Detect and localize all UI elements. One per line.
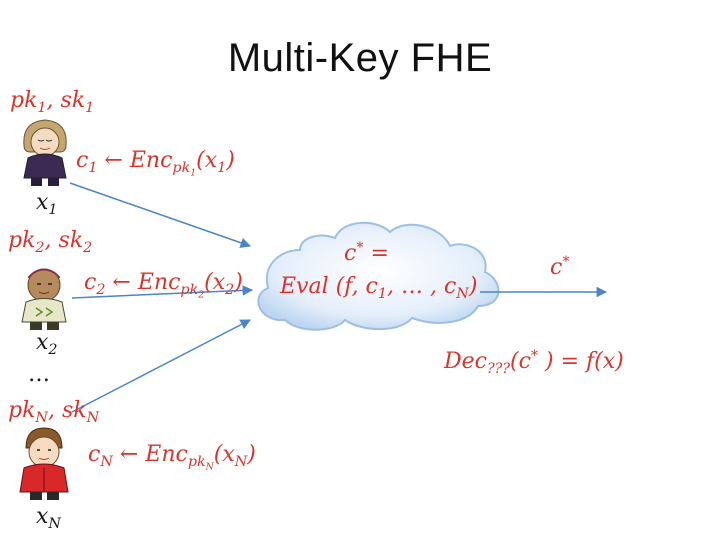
partyN-encryption: cN ← EncpkN(xN) [88, 442, 256, 472]
party1-encryption: c1 ← Encpk1(x1) [76, 148, 235, 178]
decryption-equation: Dec???(c* ) = f(x) [444, 348, 624, 377]
party1-keys: pk1, sk1 [10, 88, 94, 116]
ellipsis: … [28, 362, 50, 387]
cloud-eval-line2: Eval (f, c1, … , cN) [280, 274, 477, 302]
party2-keys: pk2, sk2 [8, 228, 92, 256]
arrow-party1-to-cloud [70, 183, 250, 246]
party2-encryption: c2 ← Encpk2(x2) [84, 270, 243, 300]
cloud-result-line1: c* = [344, 240, 389, 266]
person-1-icon [24, 120, 66, 186]
partyN-input: xN [36, 504, 61, 532]
party2-input: x2 [36, 330, 58, 358]
person-N-icon [20, 428, 68, 500]
partyN-keys: pkN, skN [8, 398, 99, 426]
output-ciphertext: c* [550, 254, 569, 280]
party1-input: x1 [36, 190, 58, 218]
person-2-icon [22, 269, 66, 330]
